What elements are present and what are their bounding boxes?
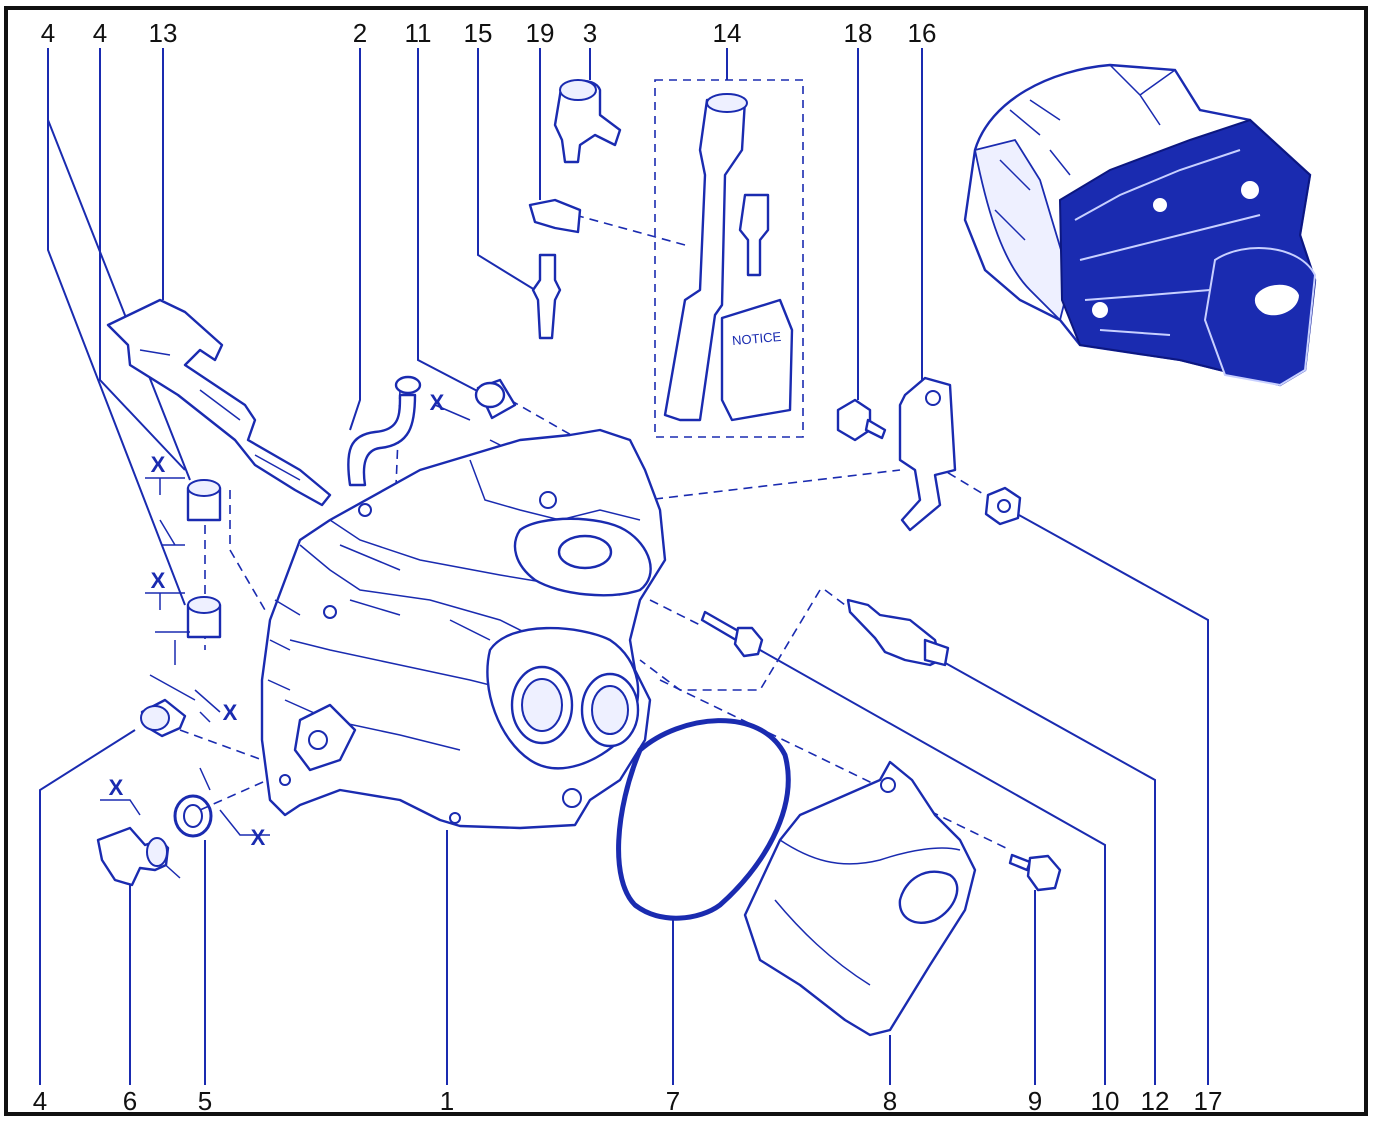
x-mark-5: X: [251, 825, 266, 850]
label-7: 7: [666, 1086, 680, 1116]
part-15-connector: [531, 253, 562, 340]
part-10-bolt: [700, 610, 764, 658]
label-9: 9: [1028, 1086, 1042, 1116]
label-10: 10: [1091, 1086, 1120, 1116]
dimension-marks: [100, 404, 511, 879]
part-1-gearbox-housing: [260, 428, 667, 830]
part-7-gasket: [616, 718, 791, 921]
top-labels: 4 4 13 2 11 15 19 3 14 18 16: [41, 18, 937, 48]
label-19: 19: [526, 18, 555, 48]
label-1: 1: [440, 1086, 454, 1116]
part-17-nut: [984, 486, 1022, 526]
x-mark-1: X: [151, 452, 166, 477]
label-6: 6: [123, 1086, 137, 1116]
label-17: 17: [1194, 1086, 1223, 1116]
label-3: 3: [583, 18, 597, 48]
part-5-washer: [173, 794, 213, 838]
part-11-bushing: [474, 378, 517, 420]
label-13: 13: [149, 18, 178, 48]
bottom-labels: 4 6 5 1 7 8 9 10 12 17: [33, 1086, 1223, 1116]
x-mark-6: X: [430, 390, 445, 415]
part-19-clip: [528, 198, 582, 234]
label-2: 2: [353, 18, 367, 48]
part-6-drain-plug: [96, 826, 170, 887]
label-8: 8: [883, 1086, 897, 1116]
label-18: 18: [844, 18, 873, 48]
part-16-bracket-plate: [898, 376, 957, 532]
leader-lines: [39, 48, 1209, 1085]
part-14-kit: NOTICE: [654, 79, 804, 438]
part-13-heat-shield-bracket: [106, 298, 332, 507]
label-4b: 4: [93, 18, 107, 48]
x-mark-4: X: [109, 775, 124, 800]
x-mark-2: X: [151, 568, 166, 593]
part-4-bushings: [140, 479, 222, 738]
label-15: 15: [464, 18, 493, 48]
x-mark-3: X: [223, 700, 238, 725]
notice-text: NOTICE: [731, 329, 782, 348]
part-3-vent-valve: [553, 79, 622, 164]
part-2-breather-hose: [347, 375, 422, 487]
label-11: 11: [405, 18, 432, 48]
part-8-end-cover: [743, 760, 977, 1037]
label-4c: 4: [33, 1086, 47, 1116]
label-16: 16: [908, 18, 937, 48]
part-9-bolt: [1008, 853, 1062, 892]
label-14: 14: [713, 18, 742, 48]
part-18-bolt: [836, 398, 887, 442]
part-12-sensor: [846, 598, 950, 667]
x-marks: X X X X X X: [109, 390, 445, 850]
label-5: 5: [198, 1086, 212, 1116]
label-4a: 4: [41, 18, 55, 48]
label-12: 12: [1141, 1086, 1170, 1116]
gearbox-overview-illustration: [963, 63, 1317, 387]
outer-border: [4, 6, 1368, 1116]
